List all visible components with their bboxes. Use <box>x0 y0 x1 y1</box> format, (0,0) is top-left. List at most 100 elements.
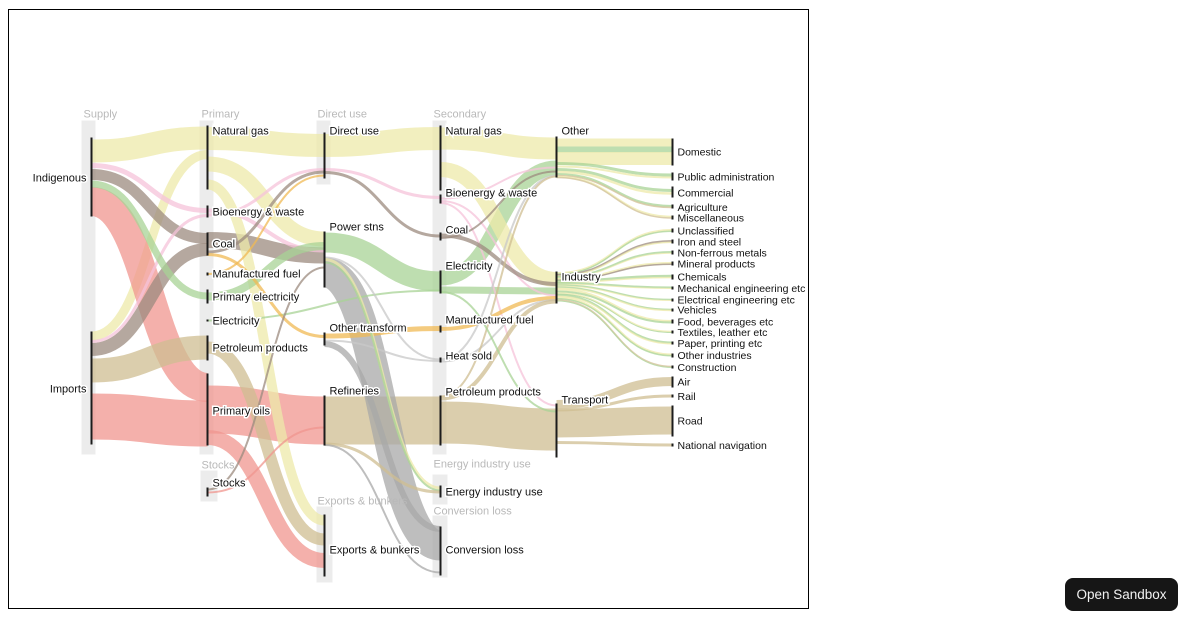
sankey-node-electricity-secondary[interactable] <box>439 270 442 294</box>
sankey-node-other[interactable] <box>555 136 558 178</box>
sankey-node-label-stocks: Stocks <box>213 478 247 490</box>
sankey-node-refineries[interactable] <box>323 395 326 446</box>
sankey-node-petroleum-products-secondary[interactable] <box>439 395 442 446</box>
sankey-link-gas <box>556 175 673 218</box>
sankey-link-coal <box>207 232 325 264</box>
sankey-link-petrol <box>556 176 673 219</box>
sankey-link-gas <box>207 127 325 157</box>
sankey-node-coal-secondary[interactable] <box>439 232 442 241</box>
sankey-node-electricity-primary[interactable] <box>206 319 209 322</box>
sankey-node-mineral-products[interactable] <box>671 261 674 266</box>
sankey-node-primary-electricity[interactable] <box>206 289 209 304</box>
sankey-link-bio <box>440 166 557 200</box>
sankey-node-label-coal-secondary: Coal <box>446 225 469 237</box>
sankey-link-gas <box>206 179 326 526</box>
sankey-node-label-iron-and-steel: Iron and steel <box>678 237 742 249</box>
sankey-node-industry[interactable] <box>555 271 558 304</box>
open-sandbox-button[interactable]: Open Sandbox <box>1065 578 1178 611</box>
sankey-node-coal-primary[interactable] <box>206 232 209 256</box>
sankey-node-energy-industry-use[interactable] <box>439 485 442 498</box>
sankey-node-heat-sold[interactable] <box>439 357 442 363</box>
sankey-node-label-electrical-engineering: Electrical engineering etc <box>678 295 795 307</box>
sankey-node-air[interactable] <box>671 376 674 388</box>
sankey-link-elec <box>556 293 673 333</box>
sankey-link-coal <box>440 170 557 239</box>
sankey-link-bio <box>91 214 208 343</box>
sankey-node-primary-oils[interactable] <box>206 373 209 446</box>
sankey-node-vehicles[interactable] <box>671 308 674 312</box>
sankey-link-elec <box>440 286 557 295</box>
sankey-link-elec <box>556 286 673 311</box>
sankey-node-paper-printing[interactable] <box>671 341 674 345</box>
sankey-node-national-navigation[interactable] <box>671 443 674 447</box>
sankey-node-mechanical-engineering[interactable] <box>671 286 674 290</box>
sankey-node-petroleum-products-primary[interactable] <box>206 335 209 361</box>
sankey-node-natural-gas-primary[interactable] <box>206 125 209 190</box>
sankey-link-manuf <box>440 296 557 331</box>
sankey-node-manufactured-fuel-primary[interactable] <box>206 272 209 276</box>
sankey-node-road[interactable] <box>671 405 674 437</box>
sankey-node-exports-bunkers[interactable] <box>323 514 326 577</box>
stage-header-supply: Supply <box>84 109 118 121</box>
sankey-link-gas <box>556 252 673 279</box>
sankey-node-domestic[interactable] <box>671 138 674 166</box>
sankey-link-heat <box>324 339 441 362</box>
sankey-node-miscellaneous[interactable] <box>671 215 674 220</box>
column-band <box>200 470 218 502</box>
sankey-node-rail[interactable] <box>671 394 674 398</box>
sankey-link-bio <box>440 202 557 407</box>
sankey-node-food-beverages[interactable] <box>671 319 674 324</box>
sankey-link-elec <box>324 232 441 292</box>
sankey-node-power-stns[interactable] <box>323 231 326 288</box>
sankey-node-other-transform[interactable] <box>323 332 326 346</box>
sankey-node-indigenous[interactable] <box>90 137 93 217</box>
sankey-link-heat <box>324 256 441 361</box>
sankey-link-petrol <box>206 341 326 546</box>
sankey-node-label-rail: Rail <box>678 391 696 403</box>
sankey-node-bioenergy-primary[interactable] <box>206 205 209 218</box>
sankey-node-manufactured-fuel-secondary[interactable] <box>439 325 442 333</box>
sankey-link-oils <box>207 426 325 494</box>
sankey-link-gas <box>556 296 673 356</box>
sankey-link-petrol <box>556 441 673 447</box>
sankey-node-direct-use[interactable] <box>323 132 326 179</box>
sankey-node-label-air: Air <box>678 377 691 389</box>
sankey-node-conversion-loss[interactable] <box>439 526 442 576</box>
sankey-node-commercial[interactable] <box>671 186 674 198</box>
sankey-node-chemicals[interactable] <box>671 274 674 280</box>
sankey-node-construction[interactable] <box>671 365 674 369</box>
sankey-link-gas <box>556 165 673 179</box>
sankey-link-gas <box>556 288 673 322</box>
sankey-link-manuf <box>207 174 325 275</box>
sankey-link-bio <box>440 200 557 297</box>
sankey-node-natural-gas-secondary[interactable] <box>439 125 442 191</box>
sankey-link-gas <box>556 292 673 333</box>
sankey-node-imports[interactable] <box>90 331 93 445</box>
stage-header-conversion-loss: Conversion loss <box>434 506 513 518</box>
sankey-node-label-electricity-secondary: Electricity <box>446 261 494 273</box>
sankey-node-label-construction: Construction <box>678 362 737 374</box>
sankey-node-unclassified[interactable] <box>671 228 674 233</box>
sankey-node-textiles-leather[interactable] <box>671 330 674 334</box>
sankey-node-label-mechanical-engineering: Mechanical engineering etc <box>678 283 806 295</box>
sankey-node-label-conversion-loss: Conversion loss <box>446 545 525 557</box>
sankey-node-label-transport: Transport <box>562 395 609 407</box>
sankey-node-electrical-engineering[interactable] <box>671 298 674 302</box>
sankey-node-iron-and-steel[interactable] <box>671 239 674 244</box>
sankey-node-public-administration[interactable] <box>671 172 674 181</box>
sankey-node-label-industry: Industry <box>562 272 602 284</box>
sankey-node-other-industries[interactable] <box>671 353 674 358</box>
sankey-node-label-road: Road <box>678 416 703 428</box>
sankey-link-petrol <box>556 174 673 209</box>
column-band <box>199 120 214 455</box>
sankey-node-non-ferrous-metals[interactable] <box>671 250 674 255</box>
stage-header-energy-industry-use: Energy industry use <box>434 459 531 471</box>
sankey-node-stocks[interactable] <box>206 487 209 497</box>
sankey-node-bioenergy-secondary[interactable] <box>439 194 442 204</box>
sankey-node-agriculture[interactable] <box>671 204 674 209</box>
sankey-node-label-heat-sold: Heat sold <box>446 351 492 363</box>
sankey-node-transport[interactable] <box>555 403 558 458</box>
sankey-link-manuf <box>324 326 441 339</box>
sankey-node-label-commercial: Commercial <box>678 188 734 200</box>
